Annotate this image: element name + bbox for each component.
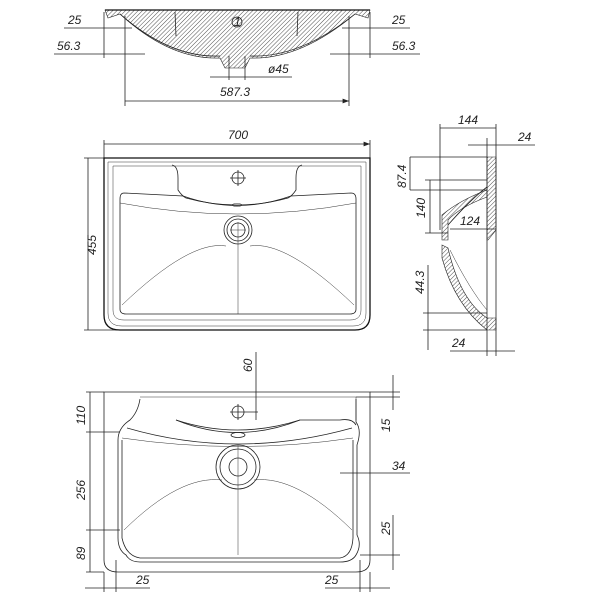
- label-right-edge: 25: [324, 573, 339, 587]
- label-right-bottom: 25: [379, 521, 393, 536]
- label-right-inset: 34: [392, 459, 406, 473]
- label-right-top: 15: [379, 418, 393, 432]
- label-hole-offset: 60: [241, 358, 255, 372]
- label-left-offset: 56.3: [57, 39, 81, 53]
- label-width: 700: [228, 128, 248, 142]
- label-mount-spacing: 256: [74, 480, 88, 501]
- label-depth: 455: [85, 235, 99, 255]
- label-overflow-height: 140: [414, 198, 428, 218]
- label-overall-depth: 144: [458, 113, 478, 127]
- label-inner-width: 587.3: [220, 85, 250, 99]
- label-bottom-wall: 24: [451, 336, 466, 350]
- label-lower-height: 44.3: [413, 270, 427, 294]
- label-right-rim: 25: [391, 13, 406, 27]
- callout-number: 1: [234, 15, 241, 29]
- label-top-wall: 24: [517, 130, 532, 144]
- bottom-view: 60 110 256 89 15 34 25 25 25: [74, 352, 410, 592]
- label-bottom-margin: 89: [74, 546, 88, 560]
- top-view: 700 455: [84, 128, 371, 331]
- label-inner-depth: 124: [460, 214, 480, 228]
- section-view: 1 25 56.3 25 56.3 ø45 587.3: [54, 9, 420, 106]
- label-drain-diameter: ø45: [268, 62, 289, 76]
- label-right-offset: 56.3: [392, 39, 416, 53]
- label-upper-height: 87.4: [395, 164, 409, 188]
- label-left-edge: 25: [135, 573, 150, 587]
- label-top-margin: 110: [74, 406, 88, 425]
- label-left-rim: 25: [67, 13, 82, 27]
- side-view: 144 24 87.4 140 124 44.3 24: [395, 113, 535, 356]
